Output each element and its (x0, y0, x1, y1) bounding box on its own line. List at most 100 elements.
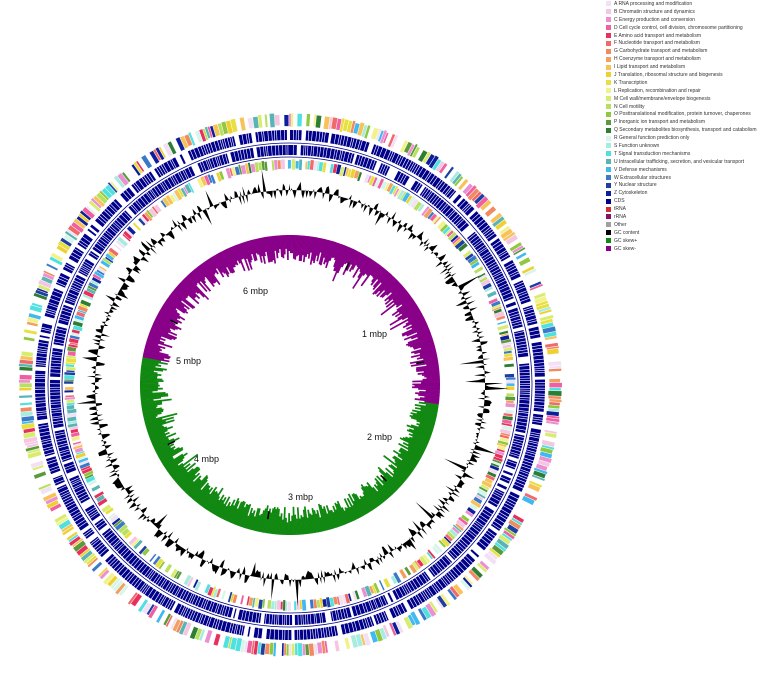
cog-segment (113, 519, 123, 528)
gc-skew-positive (362, 491, 376, 510)
cds-feature (528, 436, 540, 442)
cds-feature (447, 209, 456, 219)
cds-feature (111, 560, 121, 570)
cds-feature (374, 597, 382, 609)
cog-segment (68, 534, 79, 543)
cds-feature (178, 171, 185, 182)
gc-skew-positive (277, 516, 281, 535)
cds-feature (534, 368, 545, 371)
legend-swatch (606, 246, 611, 252)
cog-segment (66, 229, 78, 238)
cds-feature (50, 389, 61, 392)
cog-segment (19, 383, 32, 388)
cog-segment (399, 140, 409, 153)
gc-skew-negative (228, 247, 239, 266)
cds-feature (351, 621, 357, 632)
cog-segment (199, 129, 207, 142)
gc-skew-positive (213, 499, 224, 515)
cds-feature (39, 431, 51, 437)
cds-feature (62, 496, 73, 503)
gc-skew-positive (261, 505, 269, 533)
gc-skew-negative (258, 237, 266, 264)
cds-feature (492, 521, 502, 529)
cds-feature (101, 235, 111, 243)
cog-segment (141, 213, 150, 222)
cog-segment (432, 158, 442, 171)
cds-feature (426, 587, 434, 597)
cog-segment (476, 492, 486, 499)
cds-feature (393, 170, 402, 182)
gc-skew-negative (422, 358, 439, 364)
legend-item: N Cell motility (606, 103, 767, 111)
gc-skew-negative (161, 305, 186, 321)
cog-segment (305, 161, 308, 170)
cds-feature (456, 219, 467, 230)
legend-swatch (606, 25, 611, 31)
cds-feature (515, 428, 526, 434)
gc-skew-positive (319, 504, 328, 531)
cog-segment (467, 188, 480, 201)
gc-skew-negative (262, 237, 267, 253)
cds-feature (52, 416, 63, 419)
cog-segment (62, 526, 75, 536)
legend-item: U Intracellular trafficking, secretion, … (606, 158, 767, 166)
cog-segment (80, 299, 92, 307)
cds-feature (460, 558, 471, 569)
cog-segment (141, 602, 152, 615)
cog-segment (435, 598, 444, 610)
cds-feature (270, 629, 275, 640)
cog-segment (169, 194, 176, 203)
cog-segment (26, 443, 39, 448)
cds-feature (311, 131, 317, 142)
cds-feature (473, 240, 483, 248)
gc-skew-positive (140, 392, 166, 396)
cog-segment (243, 641, 248, 653)
cds-feature (513, 438, 524, 444)
gc-skew-negative (419, 391, 440, 395)
cds-reverse-ring (50, 145, 530, 625)
cog-segment (67, 225, 81, 236)
gc-skew-negative (149, 331, 162, 339)
cds-feature (52, 420, 64, 425)
cog-segment (108, 512, 116, 520)
cds-feature (210, 141, 217, 153)
gc-skew-positive (148, 429, 168, 438)
cog-segment (75, 452, 86, 459)
cds-feature (506, 265, 517, 273)
gc-skew-positive (365, 485, 381, 506)
cds-feature (96, 241, 106, 249)
cds-feature (51, 360, 62, 364)
cog-segment (423, 208, 433, 219)
cds-feature (511, 443, 523, 449)
cog-segment (70, 432, 80, 438)
cds-feature (139, 582, 147, 592)
gc-skew-negative (292, 235, 296, 259)
cog-segment (480, 484, 490, 491)
cds-feature (167, 599, 174, 610)
cog-segment (20, 411, 33, 417)
cog-segment (478, 274, 488, 281)
cds-feature (232, 136, 237, 147)
cog-segment (247, 117, 254, 129)
cog-segment (141, 154, 153, 169)
cds-feature (64, 264, 75, 271)
gc-skew-negative (153, 320, 171, 330)
cog-segment (499, 437, 509, 443)
gc-skew-positive (406, 424, 433, 435)
gc-skew-negative (420, 343, 435, 350)
gc-skew-negative (379, 279, 399, 298)
cog-segment (390, 134, 399, 149)
cds-feature (317, 628, 322, 639)
cog-segment (72, 441, 81, 445)
cds-feature (266, 628, 271, 640)
cds-feature (401, 585, 408, 595)
cds-feature (211, 602, 218, 613)
cds-feature (174, 172, 183, 184)
cog-segment (322, 162, 327, 173)
cds-feature (180, 170, 187, 181)
cds-feature (321, 627, 325, 638)
gc-skew-positive (409, 436, 428, 447)
gc-skew-negative (155, 315, 182, 331)
gc-skew-negative (372, 265, 383, 279)
gc-skew-negative (383, 278, 397, 292)
